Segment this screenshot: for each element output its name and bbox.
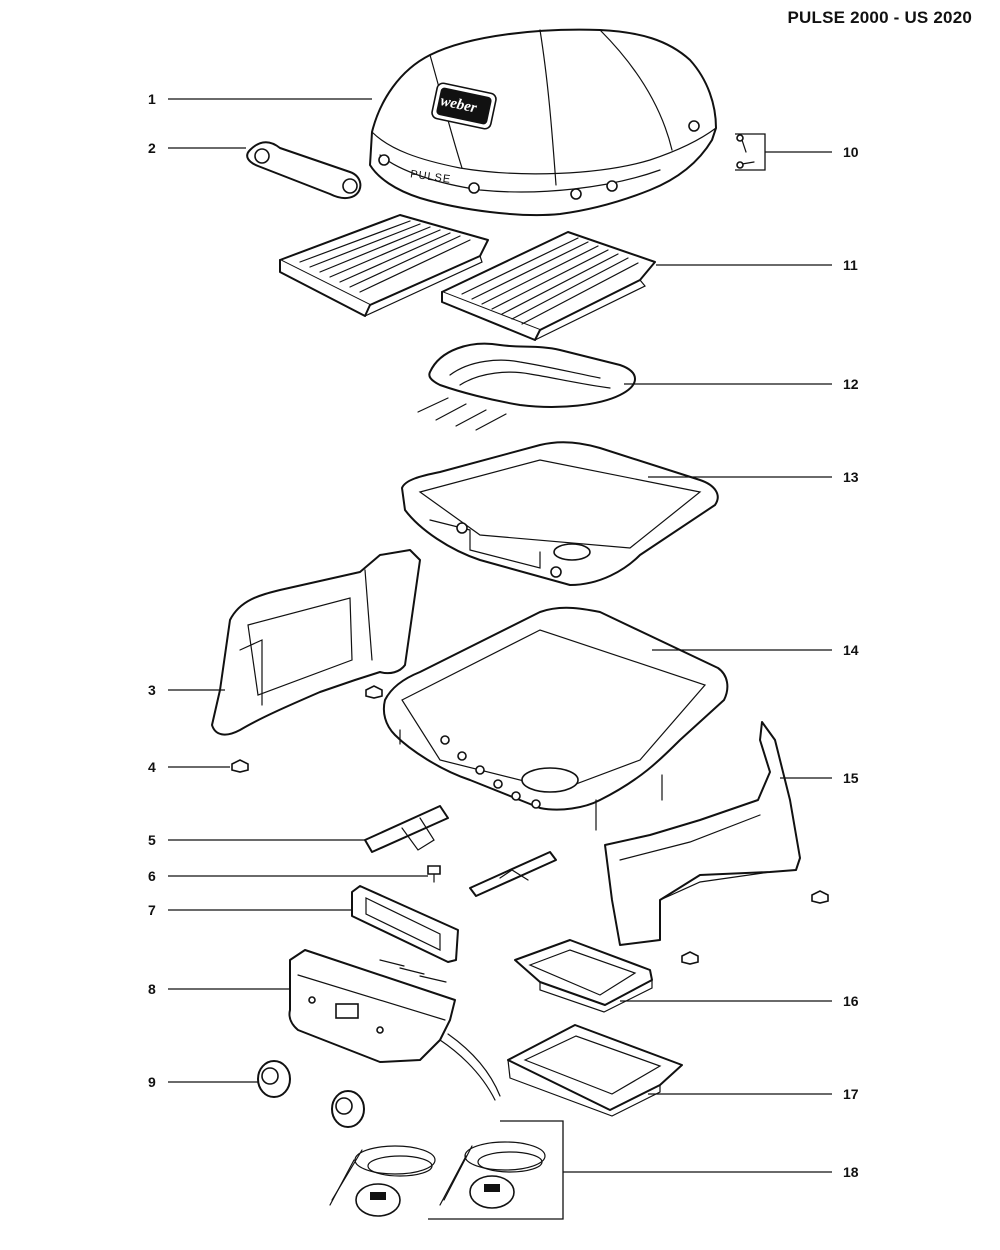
callout-6: 6 [148, 868, 156, 884]
callout-1: 1 [148, 91, 156, 107]
callout-5: 5 [148, 832, 156, 848]
part-controller[interactable] [288, 949, 501, 1101]
callout-17: 17 [843, 1086, 859, 1102]
callout-12: 12 [843, 376, 859, 392]
callout-13: 13 [843, 469, 859, 485]
callout-3: 3 [148, 682, 156, 698]
part-bracket-a[interactable] [364, 805, 449, 853]
part-left-frame[interactable] [211, 549, 421, 736]
callout-15: 15 [843, 770, 859, 786]
callout-16: 16 [843, 993, 859, 1009]
callout-8: 8 [148, 981, 156, 997]
part-handle[interactable] [246, 141, 362, 200]
part-bracket-b[interactable] [469, 851, 557, 897]
part-catch-pan[interactable] [507, 1024, 683, 1117]
callout-14: 14 [843, 642, 859, 658]
callout-7: 7 [148, 902, 156, 918]
part-control-bezel[interactable] [351, 885, 459, 963]
part-inner-pan[interactable] [401, 441, 719, 586]
callout-10: 10 [843, 144, 859, 160]
lid-model-text: PULSE [409, 168, 451, 186]
part-meat-probes[interactable] [329, 1141, 546, 1217]
callout-9: 9 [148, 1074, 156, 1090]
part-foot[interactable] [231, 685, 383, 773]
part-screw[interactable] [427, 865, 441, 883]
lid-logo: weber [439, 93, 478, 116]
part-screws[interactable] [736, 134, 755, 169]
leader-lines [168, 98, 832, 1220]
callout-labels: 1 2 3 4 5 6 7 8 9 10 11 12 13 14 15 16 1… [148, 91, 859, 1180]
callout-18: 18 [843, 1164, 859, 1180]
callout-11: 11 [843, 257, 858, 273]
callout-4: 4 [148, 759, 156, 775]
part-knobs[interactable] [257, 1060, 365, 1128]
part-lid[interactable]: weber PULSE [369, 28, 717, 217]
part-right-frame[interactable] [604, 721, 829, 965]
part-grill-body[interactable] [382, 606, 729, 831]
page-title: PULSE 2000 - US 2020 [787, 8, 972, 27]
part-cooking-grates[interactable] [279, 214, 656, 341]
callout-2: 2 [148, 140, 156, 156]
part-drip-pan[interactable] [514, 939, 653, 1013]
